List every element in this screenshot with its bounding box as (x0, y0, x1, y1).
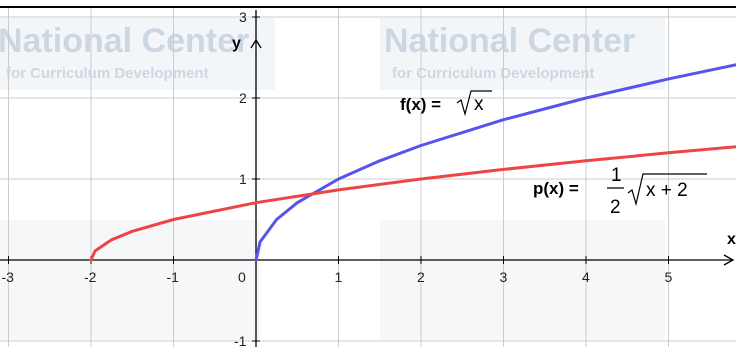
x-tick-label: 3 (500, 269, 508, 285)
x-tick-label: -2 (84, 269, 97, 285)
f-function-label: f(x) = x (400, 90, 492, 117)
f-radical-sign (456, 90, 492, 117)
x-tick-label: 4 (582, 269, 590, 285)
series-line-f (254, 63, 736, 262)
x-tick-label: -3 (2, 269, 15, 285)
watermark-subtitle-right: for Curriculum Development (392, 65, 595, 82)
watermark-title-left: National Center (0, 22, 249, 60)
x-axis-arrow (723, 254, 735, 266)
p-label-numerator: 1 (611, 165, 622, 186)
y-tick-label: -1 (234, 333, 247, 347)
y-axis-label: y (232, 35, 241, 52)
y-tick-label: 3 (239, 9, 247, 25)
tick-labels: -3 -2 -1 0 1 2 3 4 5 -1 1 2 3 (2, 9, 673, 347)
p-label-radicand: x + 2 (646, 180, 688, 201)
series (89, 63, 736, 262)
x-tick-label: 5 (665, 269, 673, 285)
watermark-title-right: National Center (384, 22, 635, 60)
y-tick-label: 1 (239, 171, 247, 187)
y-tick-label: 2 (239, 90, 247, 106)
watermark: National Center for Curriculum Developme… (0, 18, 665, 340)
x-axis-label: x (727, 231, 736, 248)
x-tick-label: 1 (335, 269, 343, 285)
x-tick-label: 0 (238, 269, 246, 285)
watermark-subtitle-left: for Curriculum Development (6, 65, 209, 82)
f-label-name: f(x) = (400, 95, 441, 114)
y-axis-arrow (250, 38, 262, 49)
p-function-label: p(x) = 1 2 x + 2 (533, 165, 707, 218)
f-label-radicand: x (474, 94, 484, 115)
p-radical-sign (627, 173, 707, 207)
grid (0, 8, 736, 347)
x-tick-label: -1 (167, 269, 180, 285)
p-label-name: p(x) = (533, 179, 579, 198)
x-tick-label: 2 (417, 269, 425, 285)
p-label-denominator: 2 (610, 197, 621, 218)
series-line-p (89, 145, 736, 262)
